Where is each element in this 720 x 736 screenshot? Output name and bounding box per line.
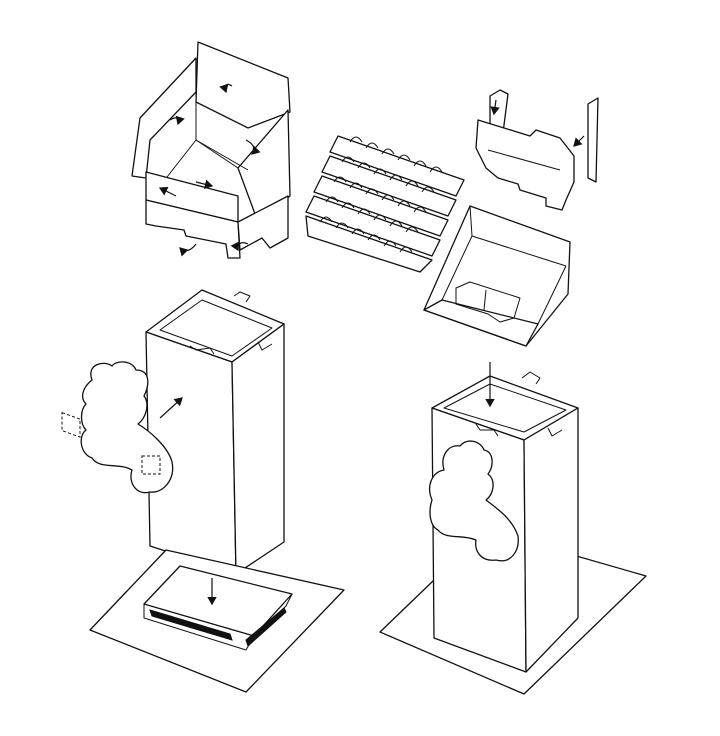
header-tray-flaps-icon (131, 41, 291, 259)
clip-strip-icon (475, 89, 599, 211)
column-graphic-icon (61, 289, 285, 575)
angled-tray-icon (423, 205, 571, 347)
assembled-display-icon (379, 362, 647, 695)
divider-grid-icon (305, 135, 465, 273)
base-plate-icon (89, 549, 345, 693)
